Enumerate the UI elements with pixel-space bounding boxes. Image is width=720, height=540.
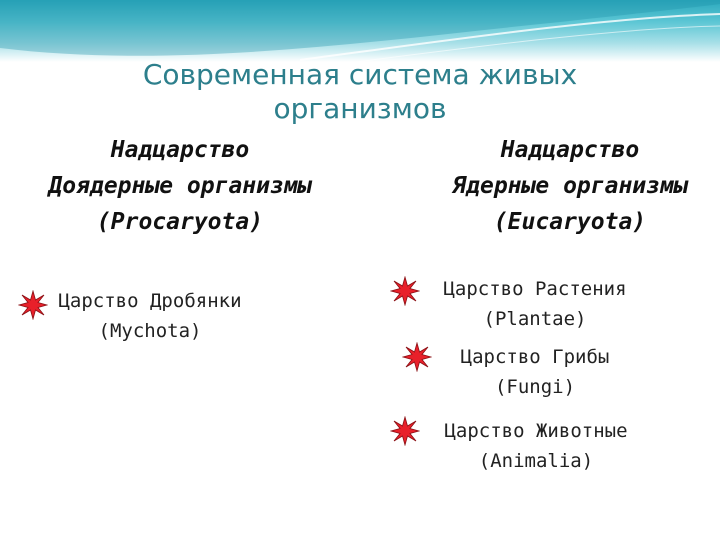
left-latin-name: (Procaryota) [96,209,264,235]
kingdom-name: Царство Растения [443,278,627,300]
list-item-plantae: Царство Растения (Plantae) [400,274,670,334]
kingdom-latin: (Animalia) [478,450,594,472]
list-item-mychota: Царство Дробянки (Mychota) [20,286,280,346]
red-starburst-icon [18,290,48,320]
list-item-fungi: Царство Грибы (Fungi) [410,342,660,402]
kingdom-name: Царство Грибы [460,346,610,368]
red-starburst-icon [390,416,420,446]
header-wave-decoration [0,0,720,65]
left-subheading: Доядерные организмы [48,173,312,199]
right-heading: Надцарство [500,137,640,163]
slide-title: Современная система живых организмов [142,58,578,125]
list-item-animalia: Царство Животные (Animalia) [400,416,672,476]
red-starburst-icon [390,276,420,306]
right-subheading: Ядерные организмы [452,173,688,199]
right-latin-name: (Eucaryota) [493,209,647,235]
left-column-header: Надцарство Доядерные организмы (Procaryo… [0,132,400,240]
kingdom-latin: (Plantae) [483,308,587,330]
red-starburst-icon [402,342,432,372]
kingdom-name: Царство Дробянки [58,290,242,312]
left-heading: Надцарство [110,137,250,163]
kingdom-name: Царство Животные [444,420,628,442]
kingdom-latin: (Mychota) [98,320,202,342]
kingdom-latin: (Fungi) [494,376,576,398]
right-column-header: Надцарство Ядерные организмы (Eucaryota) [380,132,720,240]
